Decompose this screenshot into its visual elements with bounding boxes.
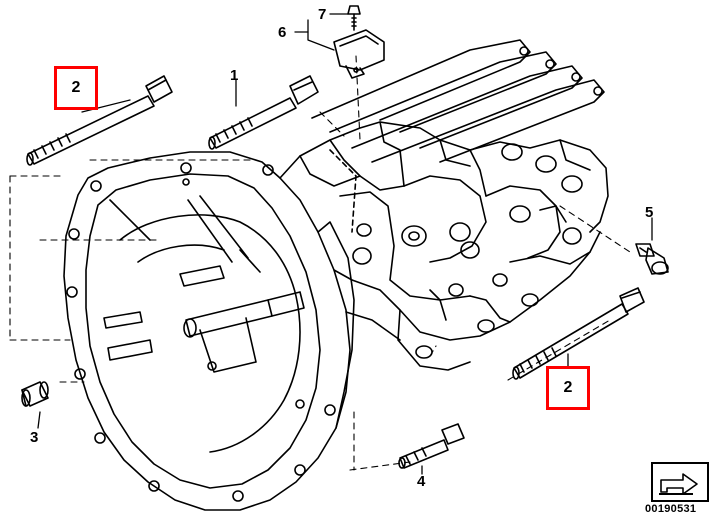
bell-housing: [63, 151, 355, 511]
bolt-4: [398, 423, 465, 469]
sensor-5: [635, 243, 669, 275]
label-part-5: 5: [645, 204, 654, 221]
screw-7: [347, 5, 361, 31]
label-part-2-right: 2: [563, 379, 573, 396]
bracket-6: [333, 29, 385, 79]
bolt-1: [208, 75, 319, 150]
leader-lines: [37, 13, 653, 475]
bolt-2-left: [26, 75, 173, 166]
label-part-1: 1: [230, 67, 239, 84]
bolt-2-right: [512, 287, 645, 380]
highlight-part-2-left: 2: [54, 66, 98, 110]
label-part-4: 4: [417, 473, 426, 490]
highlight-part-2-right: 2: [546, 366, 590, 410]
arrow-icon: [651, 462, 709, 502]
gearbox-case: [279, 39, 609, 371]
arrow-glyph: [659, 473, 698, 495]
label-part-7: 7: [318, 6, 327, 23]
label-part-3: 3: [30, 429, 39, 446]
bushing-3: [21, 381, 49, 407]
label-part-2-left: 2: [71, 79, 81, 96]
label-part-6: 6: [278, 24, 287, 41]
diagram-number: 00190531: [645, 503, 697, 515]
